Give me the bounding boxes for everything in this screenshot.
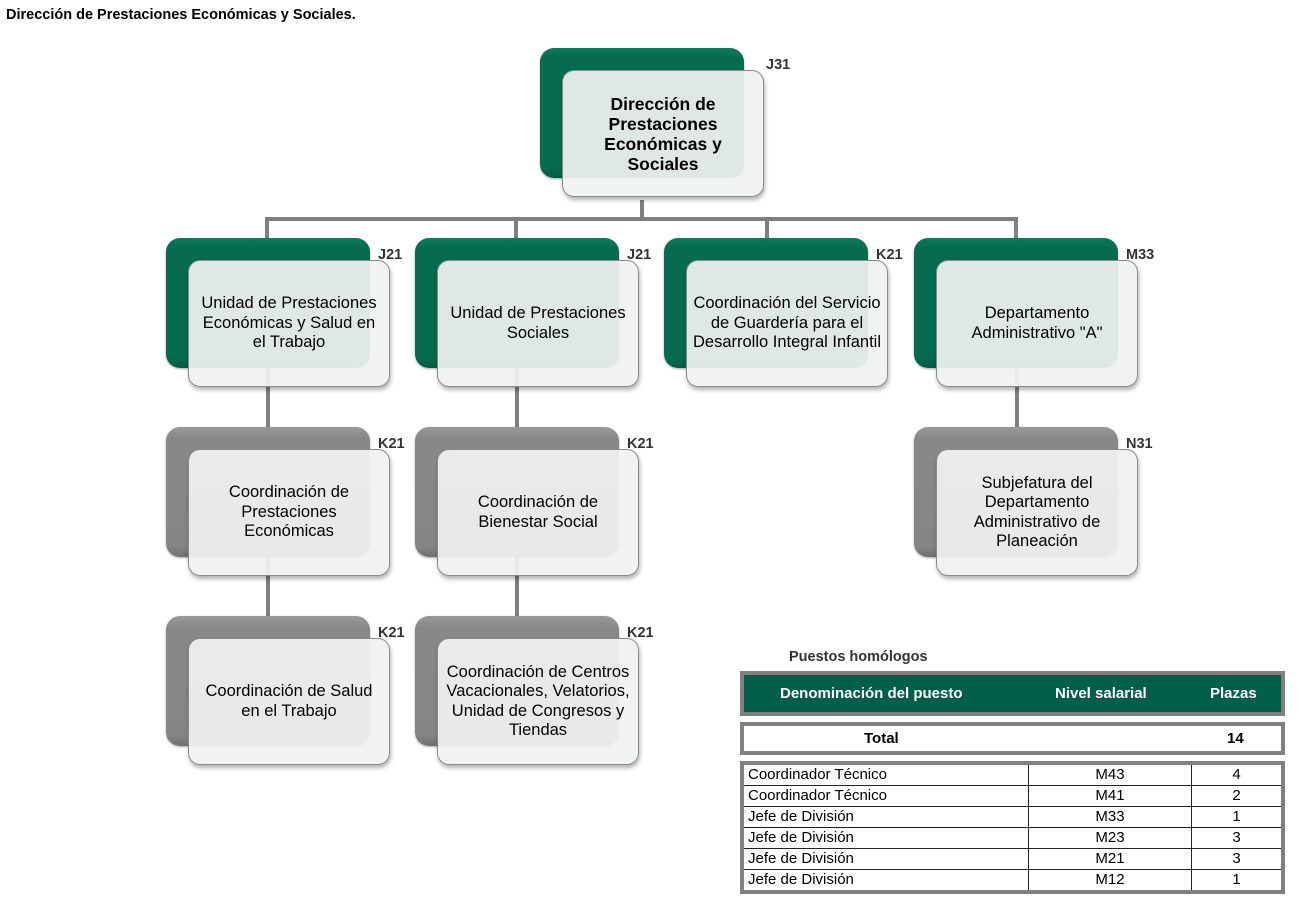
cell-positions-count: 3 <box>1191 848 1281 870</box>
org-node-coordination[interactable]: Coordinación de Bienestar Social K21 <box>415 427 654 580</box>
node-label: Unidad de Prestaciones Económicas y Salu… <box>188 260 390 387</box>
salary-level-badge: J21 <box>378 247 403 263</box>
connector-unit-1 <box>265 217 269 239</box>
org-node-unit[interactable]: Unidad de Prestaciones Económicas y Salu… <box>166 238 402 391</box>
cell-position-name: Jefe de División <box>744 869 1029 890</box>
header-salary-level: Nivel salarial <box>1055 685 1147 702</box>
salary-level-badge: K21 <box>876 247 903 263</box>
cell-positions-count: 1 <box>1232 871 1241 888</box>
cell-position-name: Jefe de División <box>744 848 1029 870</box>
connector-horizontal-bar <box>265 217 1018 221</box>
connector-unit-3 <box>765 217 769 239</box>
org-node-coordination[interactable]: Coordinación de Salud en el Trabajo K21 <box>166 616 405 769</box>
org-node-root[interactable]: Dirección de Prestaciones Económicas y S… <box>540 48 790 201</box>
node-label: Subjefatura del Departamento Administrat… <box>936 449 1138 576</box>
connector-unit-2 <box>514 217 518 239</box>
salary-level-badge: K21 <box>378 625 405 641</box>
header-position-name: Denominación del puesto <box>780 685 963 702</box>
cell-positions-count: 2 <box>1191 785 1281 807</box>
salary-level-badge: J31 <box>766 57 791 73</box>
node-label: Coordinación del Servicio de Guardería p… <box>686 260 888 387</box>
node-label: Coordinación de Prestaciones Económicas <box>188 449 390 576</box>
node-label: Coordinación de Centros Vacacionales, Ve… <box>437 638 639 765</box>
cell-position-name: Coordinador Técnico <box>744 785 1029 807</box>
org-node-coordination[interactable]: Coordinación de Prestaciones Económicas … <box>166 427 405 580</box>
cell-positions-count: 1 <box>1191 806 1281 828</box>
cell-salary-level: M33 <box>1028 806 1192 828</box>
page-title: Dirección de Prestaciones Económicas y S… <box>6 7 356 23</box>
total-value: 14 <box>1227 730 1244 747</box>
homologous-table-total-row: Total 14 <box>740 722 1285 755</box>
node-label: Departamento Administrativo "A" <box>936 260 1138 387</box>
cell-position-name: Jefe de División <box>744 827 1029 849</box>
cell-positions-count: 3 <box>1191 827 1281 849</box>
salary-level-badge: K21 <box>627 625 654 641</box>
node-label: Coordinación de Salud en el Trabajo <box>188 638 390 765</box>
salary-level-badge: K21 <box>378 436 405 452</box>
total-label: Total <box>864 730 899 747</box>
cell-salary-level: M43 <box>1028 765 1192 786</box>
cell-salary-level: M12 <box>1028 869 1192 890</box>
org-node-unit[interactable]: Departamento Administrativo "A" M33 <box>914 238 1154 391</box>
node-label: Dirección de Prestaciones Económicas y S… <box>562 70 764 197</box>
org-node-subdepartment[interactable]: Subjefatura del Departamento Administrat… <box>914 427 1153 580</box>
cell-positions-count: 4 <box>1191 765 1281 786</box>
header-positions-count: Plazas <box>1210 685 1257 702</box>
cell-salary-level: M21 <box>1028 848 1192 870</box>
salary-level-badge: M33 <box>1126 247 1155 263</box>
node-label: Unidad de Prestaciones Sociales <box>437 260 639 387</box>
connector-root-down <box>640 200 644 220</box>
cell-position-name: Jefe de División <box>744 806 1029 828</box>
org-node-coordination[interactable]: Coordinación de Centros Vacacionales, Ve… <box>415 616 654 769</box>
node-label: Coordinación de Bienestar Social <box>437 449 639 576</box>
org-node-unit[interactable]: Unidad de Prestaciones Sociales J21 <box>415 238 651 391</box>
connector-col4 <box>1015 360 1019 440</box>
salary-level-badge: J21 <box>627 247 652 263</box>
salary-level-badge: N31 <box>1126 436 1153 452</box>
connector-unit-4 <box>1014 217 1018 239</box>
homologous-table-title: Puestos homólogos <box>789 649 928 665</box>
org-node-unit[interactable]: Coordinación del Servicio de Guardería p… <box>664 238 903 391</box>
salary-level-badge: K21 <box>627 436 654 452</box>
cell-salary-level: M41 <box>1028 785 1192 807</box>
cell-salary-level: M23 <box>1028 827 1192 849</box>
homologous-table-header: Denominación del puesto Nivel salarial P… <box>740 671 1285 716</box>
cell-position-name: Coordinador Técnico <box>744 765 1029 786</box>
